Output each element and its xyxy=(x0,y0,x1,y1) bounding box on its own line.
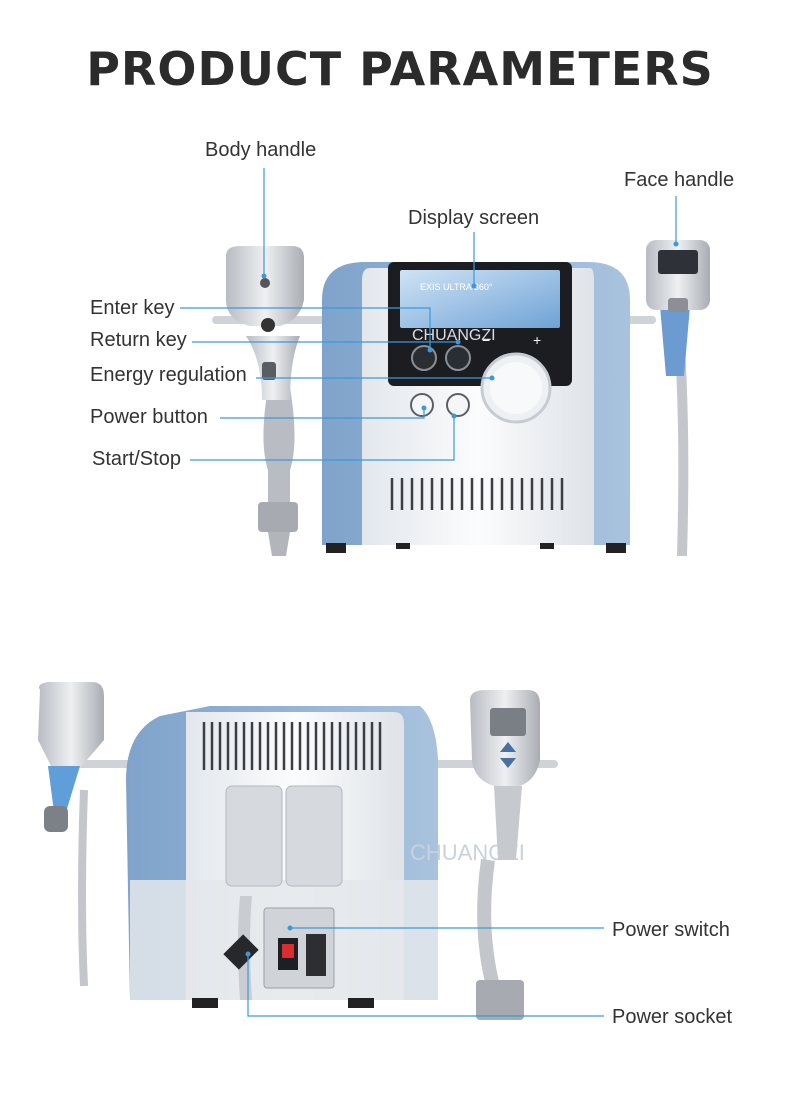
label-plate xyxy=(306,934,326,976)
back-device: CHUANGZI xyxy=(70,706,558,1008)
callout-return-key: Return key xyxy=(90,329,187,351)
callout-start-stop: Start/Stop xyxy=(92,448,181,470)
screen-text: EXIS ULTRA 360° xyxy=(420,282,493,292)
body-handle-button xyxy=(262,362,276,380)
holster-slot-right xyxy=(285,785,343,887)
power-switch[interactable] xyxy=(282,944,294,958)
foot xyxy=(326,543,346,553)
back-foot xyxy=(192,998,218,1008)
device-brand: CHUANGZI xyxy=(412,327,496,344)
start-stop-button[interactable] xyxy=(446,393,470,417)
callout-display-screen: Display screen xyxy=(408,207,540,229)
face-handle-grip xyxy=(660,306,690,376)
front-callout-lines xyxy=(180,168,677,461)
back-vent xyxy=(202,722,382,770)
arrow-up-icon xyxy=(500,742,516,752)
callout-body-handle: Body handle xyxy=(205,139,317,161)
line-power-button xyxy=(220,408,425,419)
callout-energy-regulation: Energy regulation xyxy=(90,364,247,386)
power-button[interactable] xyxy=(410,393,434,417)
display-screen xyxy=(400,270,560,328)
callout-power-button: Power button xyxy=(90,406,208,428)
body-handle[interactable] xyxy=(226,246,304,556)
back-body-handle-grip xyxy=(48,766,80,812)
line-start-stop xyxy=(190,416,455,461)
foot xyxy=(606,543,626,553)
body-handle-lens xyxy=(261,318,275,332)
back-body-handle-cable xyxy=(78,789,88,987)
back-callout-lines xyxy=(247,927,604,1017)
page-title: PRODUCT PARAMETERS xyxy=(86,42,714,96)
body-handle-tip xyxy=(260,278,270,288)
back-body-handle-tip xyxy=(44,806,68,832)
arrow-down-icon xyxy=(500,758,516,768)
face-handle-screen xyxy=(658,250,698,274)
callout-power-switch: Power switch xyxy=(612,919,730,941)
back-face-handle-head xyxy=(470,690,540,786)
power-socket[interactable] xyxy=(223,934,259,970)
back-body-handle[interactable] xyxy=(38,682,104,987)
line-enter-key xyxy=(180,307,431,350)
minus-sign: − xyxy=(482,332,490,348)
foot xyxy=(540,543,554,549)
front-vent xyxy=(390,478,564,510)
enter-key[interactable] xyxy=(445,345,471,371)
energy-knob-center xyxy=(490,362,542,414)
face-handle-neck xyxy=(668,298,688,312)
front-callout-dots xyxy=(261,241,679,419)
back-face-handle-screen xyxy=(490,708,526,736)
line-power-socket xyxy=(247,954,604,1017)
back-face-handle-grip xyxy=(494,786,522,860)
holster-slot-left xyxy=(225,785,283,887)
face-handle[interactable] xyxy=(646,240,710,557)
back-face-handle-connector xyxy=(476,980,524,1020)
back-body-handle-head xyxy=(38,682,104,768)
foot xyxy=(396,543,410,549)
callout-power-socket: Power socket xyxy=(612,1006,733,1028)
back-face-handle-cable xyxy=(477,859,501,992)
callout-face-handle: Face handle xyxy=(624,169,735,191)
body-handle-connector xyxy=(258,502,298,532)
front-device: EXIS ULTRA 360° CHUANGZI + − xyxy=(212,262,656,553)
body-handle-cable-end xyxy=(268,532,290,556)
body-handle-cable xyxy=(263,376,295,520)
plus-sign: + xyxy=(533,332,541,348)
callout-enter-key: Enter key xyxy=(90,297,175,319)
back-foot xyxy=(348,998,374,1008)
back-callout-dots xyxy=(245,925,293,957)
